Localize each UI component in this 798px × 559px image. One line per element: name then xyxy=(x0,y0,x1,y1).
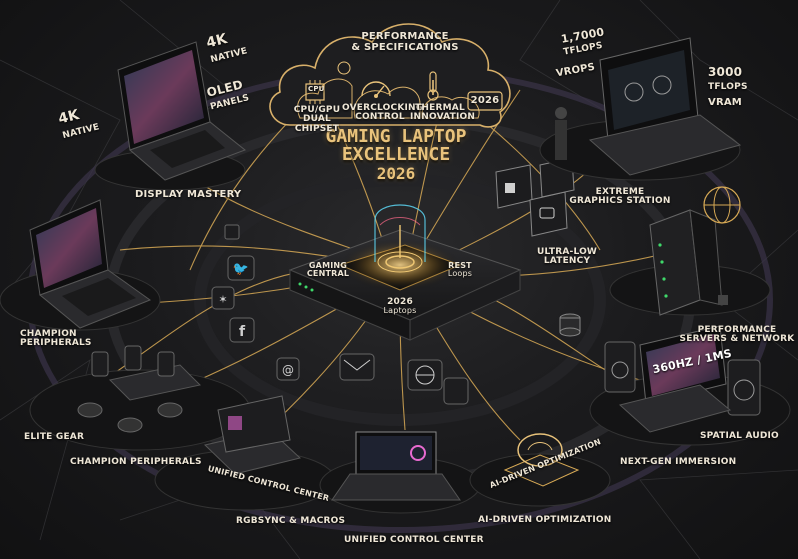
servers-line-1: PERFORMANCE xyxy=(697,325,777,335)
cpu-chip-icon xyxy=(305,80,325,104)
latency-label: ULTRA-LOW LATENCY xyxy=(532,247,602,267)
champion-top-line-2: PERIPHERALS xyxy=(20,338,92,349)
elite-gear xyxy=(29,345,251,451)
tflops-right-value: 3000 xyxy=(708,65,743,79)
share-icon xyxy=(211,286,235,310)
overclocking-line-1: OVERCLOCKING xyxy=(342,103,424,113)
tflops-right: 3000 TFLOPS xyxy=(708,66,748,92)
ai-optimization-label: AI-DRIVEN OPTIMIZATION xyxy=(478,515,612,525)
right-speaker xyxy=(727,359,761,416)
main-title-line-2: EXCELLENCE xyxy=(341,144,451,165)
main-title-year: 2026 xyxy=(376,164,416,183)
svg-text:@: @ xyxy=(282,363,294,377)
server-rack xyxy=(609,186,771,316)
cloud-year-badge: 2026 xyxy=(470,95,500,106)
servers-line-2: SERVERS & NETWORK xyxy=(679,334,795,345)
hologram-dome xyxy=(374,204,426,262)
thermal-label: THERMAL INNOVATION xyxy=(410,103,475,123)
control-center-laptop xyxy=(319,431,481,514)
display-laptop xyxy=(94,41,246,191)
latency-line-2: LATENCY xyxy=(543,256,591,267)
main-title-line-1: GAMING LAPTOP xyxy=(325,126,467,147)
unified-control-center-label: UNIFIED CONTROL CENTER xyxy=(344,535,484,545)
hub-rest-loops: REST Loops xyxy=(436,261,484,279)
hub-left-line-2: CENTRAL xyxy=(306,269,350,279)
thermal-line-1: THERMAL xyxy=(415,103,465,113)
main-title: GAMING LAPTOP EXCELLENCE 2026 xyxy=(286,128,506,182)
thermometer-icon xyxy=(427,71,439,101)
overclocking-line-2: CONTROL xyxy=(355,112,405,123)
thermal-line-2: INNOVATION xyxy=(410,112,476,123)
year-badge-frame xyxy=(467,91,503,111)
elite-gear-label: ELITE GEAR xyxy=(24,432,85,442)
tflops-right-unit: TFLOPS xyxy=(708,81,748,92)
twitter-icon xyxy=(227,255,255,281)
hub-left-line-1: GAMING xyxy=(308,261,348,270)
svg-text:f: f xyxy=(239,324,246,340)
facebook-icon xyxy=(229,317,255,343)
cpu-gpu-line-1: CPU/GPU xyxy=(293,105,341,115)
graphics-station xyxy=(539,37,742,181)
cloud-heading: PERFORMANCE & SPECIFICATIONS xyxy=(350,31,460,53)
globe-network-icon xyxy=(703,186,741,224)
at-sign-icon xyxy=(276,357,300,381)
ai-brain-chip xyxy=(469,433,611,507)
hub-right-line-2: Loops xyxy=(447,269,473,279)
left-speaker xyxy=(604,341,636,393)
latency-windows xyxy=(495,157,575,237)
vram-label: VRAM xyxy=(708,97,742,108)
grid-icon xyxy=(224,224,240,240)
extreme-graphics-line-1: EXTREME xyxy=(595,187,645,197)
servers-label: PERFORMANCE SERVERS & NETWORK xyxy=(678,325,796,345)
hub-gaming-central: GAMING CENTRAL xyxy=(298,261,358,279)
display-4k-left-value: 4K xyxy=(56,106,82,128)
person-figure xyxy=(555,120,567,160)
spatial-audio-label: SPATIAL AUDIO xyxy=(700,431,779,441)
svg-text:🐦: 🐦 xyxy=(233,262,249,277)
display-4k-top-value: 4K xyxy=(204,30,230,52)
cpu-gpu-label: CPU/GPU DUAL CHIPSET xyxy=(282,105,352,134)
hub-right-line-1: REST xyxy=(448,261,472,270)
speedometer-icon xyxy=(361,81,391,98)
cpu-gpu-line-2: DUAL CHIPSET xyxy=(294,114,340,134)
extreme-graphics-label: EXTREME GRAPHICS STATION xyxy=(560,187,680,207)
settings-icon xyxy=(337,61,351,75)
chat-icon xyxy=(443,377,469,405)
display-mastery-label: DISPLAY MASTERY xyxy=(135,189,242,200)
next-gen-immersion-label: NEXT-GEN IMMERSION xyxy=(620,457,737,467)
latency-line-1: ULTRA-LOW xyxy=(536,247,598,257)
champion-peripherals-top: CHAMPION PERIPHERALS xyxy=(20,329,92,349)
cloud-heading-line-2: & SPECIFICATIONS xyxy=(351,41,459,53)
rgb-keyboard xyxy=(154,395,336,511)
rgbsync-macros-label: RGBSYNC & MACROS xyxy=(236,516,346,526)
champion-top-line-1: CHAMPION xyxy=(20,329,77,339)
svg-text:✶: ✶ xyxy=(218,293,227,306)
hub-2026-laptops: 2026 Laptops xyxy=(370,297,430,317)
database-icon xyxy=(559,313,581,337)
cpu-chip-label: CPU xyxy=(308,85,325,93)
mail-icon xyxy=(339,353,375,381)
champion-peripherals-bottom: CHAMPION PERIPHERALS xyxy=(70,457,202,467)
central-hub xyxy=(288,204,522,341)
extreme-graphics-line-2: GRAPHICS STATION xyxy=(569,196,671,207)
immersion-setup xyxy=(589,325,791,446)
peripherals-laptop xyxy=(0,199,161,331)
overclocking-label: OVERCLOCKING CONTROL xyxy=(342,103,423,123)
hub-bottom-line-1: 2026 xyxy=(387,297,413,307)
performance-cloud xyxy=(269,23,511,128)
hub-bottom-line-2: Laptops xyxy=(383,306,417,316)
brain-icon xyxy=(517,433,563,467)
cloud-heading-line-1: PERFORMANCE xyxy=(361,31,449,42)
floating-social-icons: 🐦 ✶ f @ xyxy=(211,224,469,405)
